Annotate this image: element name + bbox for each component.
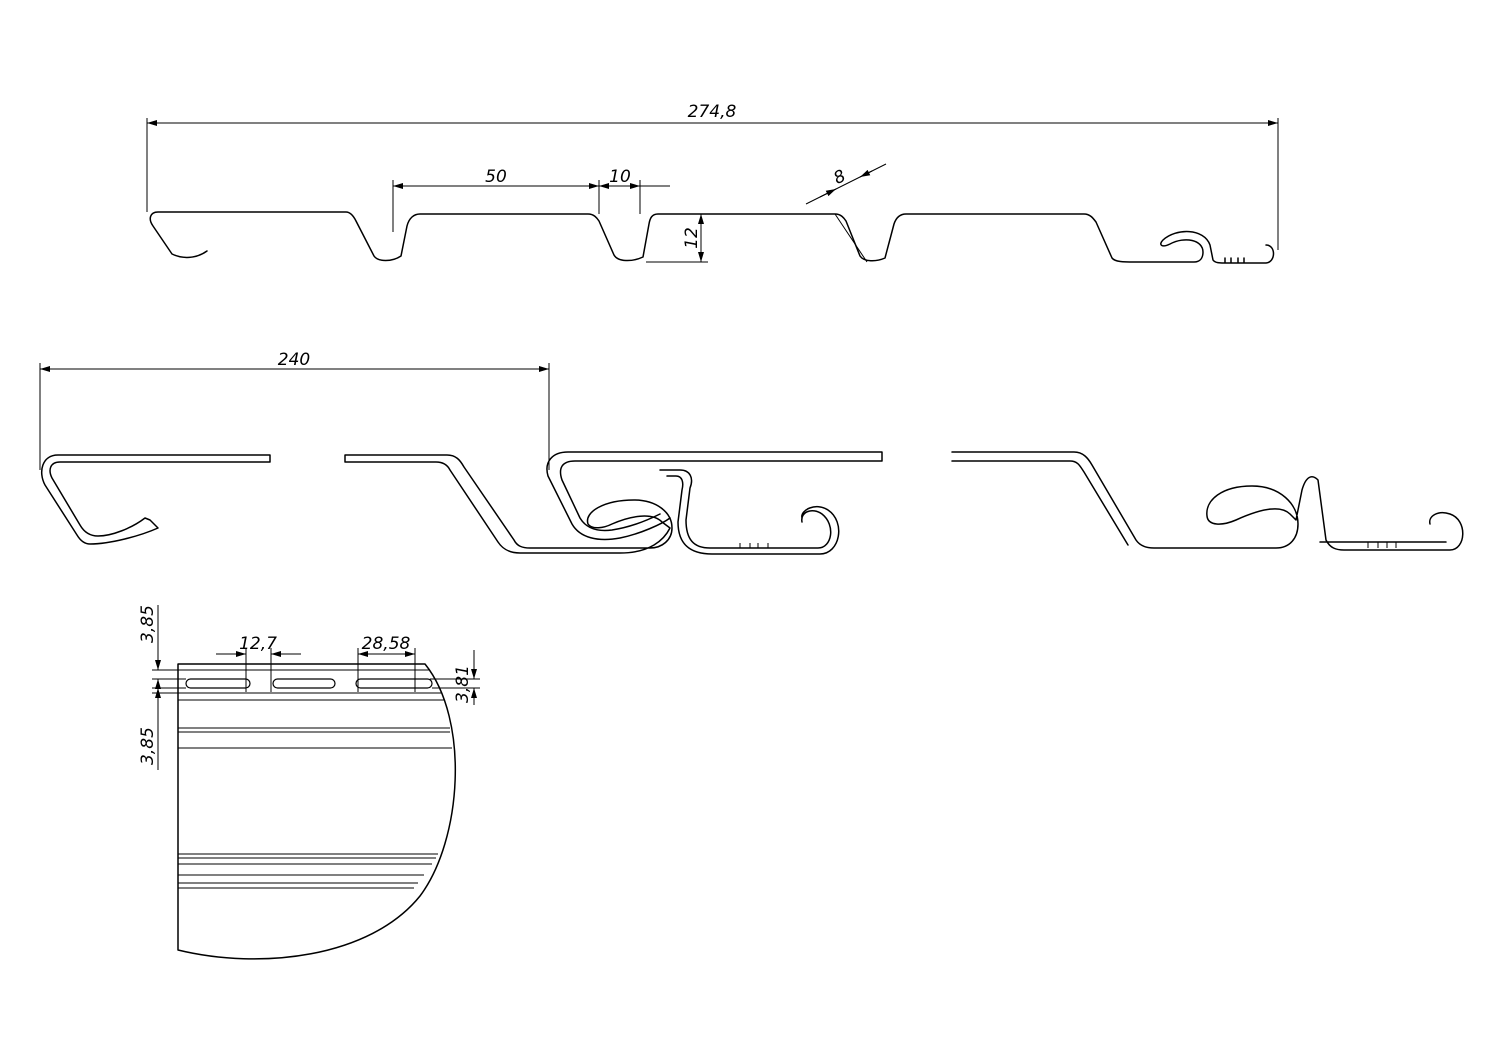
- dim-edge-offset-bottom-label: 3,85: [138, 727, 158, 765]
- dimension-slot-height: 3,81: [430, 650, 480, 705]
- dimension-overall-width: 274,8: [146, 102, 1279, 250]
- dim-groove-width-label: 10: [609, 167, 631, 187]
- dimension-panel-cover: 240: [39, 350, 550, 470]
- profile-right-lock: [951, 451, 1464, 551]
- profile-left-lock: [344, 454, 673, 554]
- profile-left-hook: [41, 454, 271, 545]
- profile-right-overlap: [546, 451, 883, 541]
- dim-groove-depth-label: 12: [682, 227, 702, 249]
- slot: [355, 678, 433, 689]
- dimension-slot-spacing: 28,58: [357, 634, 416, 692]
- dimension-edge-offset-bottom: 3,85: [138, 687, 186, 770]
- dimension-pitch: 50: [392, 167, 600, 232]
- slot: [272, 678, 336, 689]
- dim-slot-height-label: 3,81: [453, 665, 473, 703]
- dimension-groove-width: 10: [599, 167, 670, 214]
- dim-edge-offset-top-label: 3,85: [138, 605, 158, 643]
- plan-view: [177, 663, 457, 960]
- dim-slot-length-label: 12,7: [239, 634, 277, 654]
- dimension-edge-offset-top: 3,85: [138, 605, 186, 700]
- dimension-slot-length: 12,7: [216, 634, 301, 692]
- single-profile-outline: [149, 211, 1275, 264]
- dim-slot-spacing-label: 28,58: [362, 634, 411, 654]
- profile-middle-tab: [659, 469, 840, 555]
- plan-view-outline: [177, 663, 457, 960]
- dim-pitch-label: 50: [485, 167, 507, 187]
- dimension-groove-depth: 12: [646, 213, 708, 263]
- dim-overall-width-label: 274,8: [688, 102, 737, 122]
- interlocked-profiles-view: [41, 451, 1464, 555]
- dim-groove-wall-label: 8: [831, 166, 850, 189]
- dim-panel-cover-label: 240: [278, 350, 310, 370]
- dimension-groove-wall: 8: [805, 163, 887, 263]
- slot: [185, 678, 251, 689]
- single-profile-view: [149, 211, 1275, 264]
